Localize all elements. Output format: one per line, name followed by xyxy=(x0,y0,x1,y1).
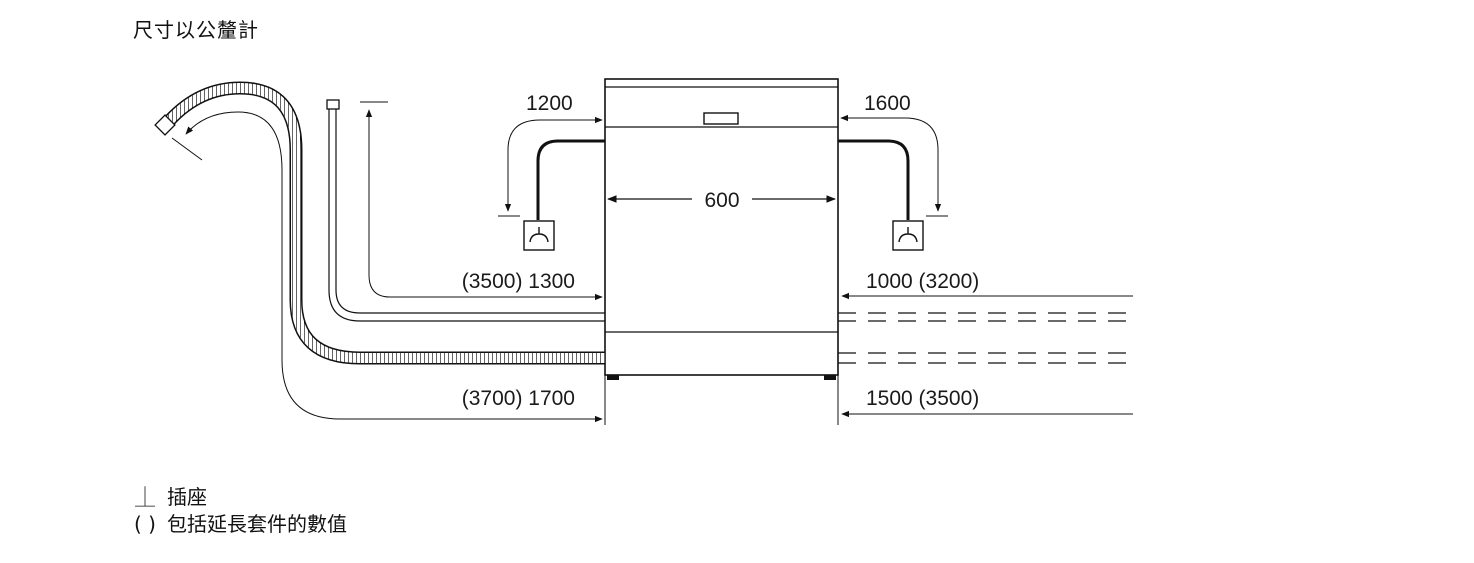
drain-hose: (3700) 1700 xyxy=(154,81,605,423)
legend-parentheses-text: 包括延長套件的數值 xyxy=(167,512,347,536)
foot-right xyxy=(824,375,836,380)
left-cable-length-label: 1200 xyxy=(526,92,573,115)
right-cable-length-label: 1600 xyxy=(864,92,911,115)
socket-icon: ⏊ xyxy=(135,485,155,509)
foot-left xyxy=(607,375,619,380)
legend: ⏊ 插座 ( ) 包括延長套件的數值 xyxy=(133,484,347,538)
right-routing: 1000 (3200) 1500 (3500) xyxy=(838,270,1133,418)
width-dimension: 600 xyxy=(607,189,836,212)
inlet-hose: (3500) 1300 xyxy=(326,99,605,322)
right-power-cable: 1600 xyxy=(838,92,948,251)
left-power-cable: 1200 xyxy=(498,92,605,251)
right-socket xyxy=(892,220,924,251)
drain-hose-right-label: 1500 (3500) xyxy=(866,387,979,410)
control-display xyxy=(703,112,739,125)
width-label: 600 xyxy=(704,189,739,212)
legend-parentheses-row: ( ) 包括延長套件的數值 xyxy=(133,511,347,538)
left-socket xyxy=(523,220,555,251)
drain-hose-end xyxy=(154,114,176,136)
legend-socket-row: ⏊ 插座 xyxy=(133,484,347,511)
dishwasher-body xyxy=(604,78,839,380)
inlet-hose-left-label: (3500) 1300 xyxy=(462,270,575,293)
parentheses-symbol: ( ) xyxy=(134,512,156,536)
inlet-hose-connector xyxy=(326,99,340,110)
inlet-hose-right-label: 1000 (3200) xyxy=(866,270,979,293)
drain-hose-left-label: (3700) 1700 xyxy=(462,387,575,410)
page-title: 尺寸以公釐計 xyxy=(133,18,259,42)
legend-socket-text: 插座 xyxy=(167,485,207,509)
